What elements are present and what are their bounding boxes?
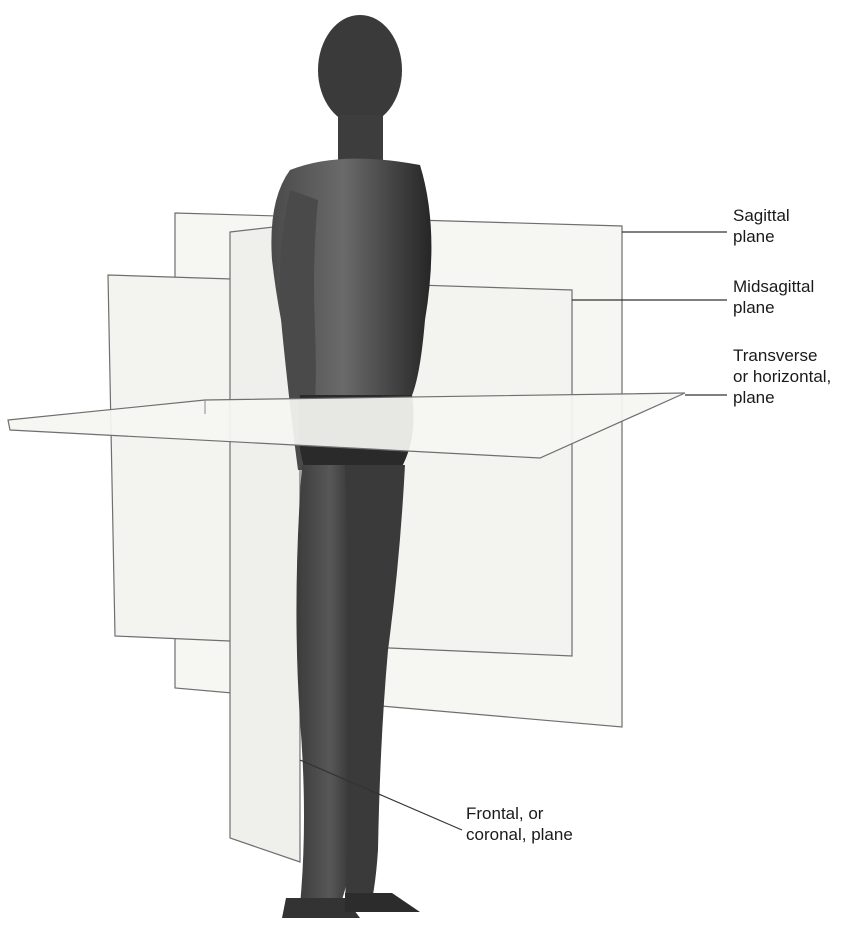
transverse-label-line1: Transverse — [733, 345, 831, 366]
transverse-plane-label: Transverse or horizontal, plane — [733, 345, 831, 408]
sagittal-label-line1: Sagittal — [733, 205, 790, 226]
sagittal-label-line2: plane — [733, 226, 790, 247]
frontal-label-line1: Frontal, or — [466, 803, 573, 824]
sagittal-plane-label: Sagittal plane — [733, 205, 790, 247]
midsagittal-label-line1: Midsagittal — [733, 276, 814, 297]
midsagittal-plane-label: Midsagittal plane — [733, 276, 814, 318]
midsagittal-label-line2: plane — [733, 297, 814, 318]
frontal-label-line2: coronal, plane — [466, 824, 573, 845]
frontal-plane-label: Frontal, or coronal, plane — [466, 803, 573, 845]
transverse-label-line2: or horizontal, — [733, 366, 831, 387]
transverse-label-line3: plane — [733, 387, 831, 408]
